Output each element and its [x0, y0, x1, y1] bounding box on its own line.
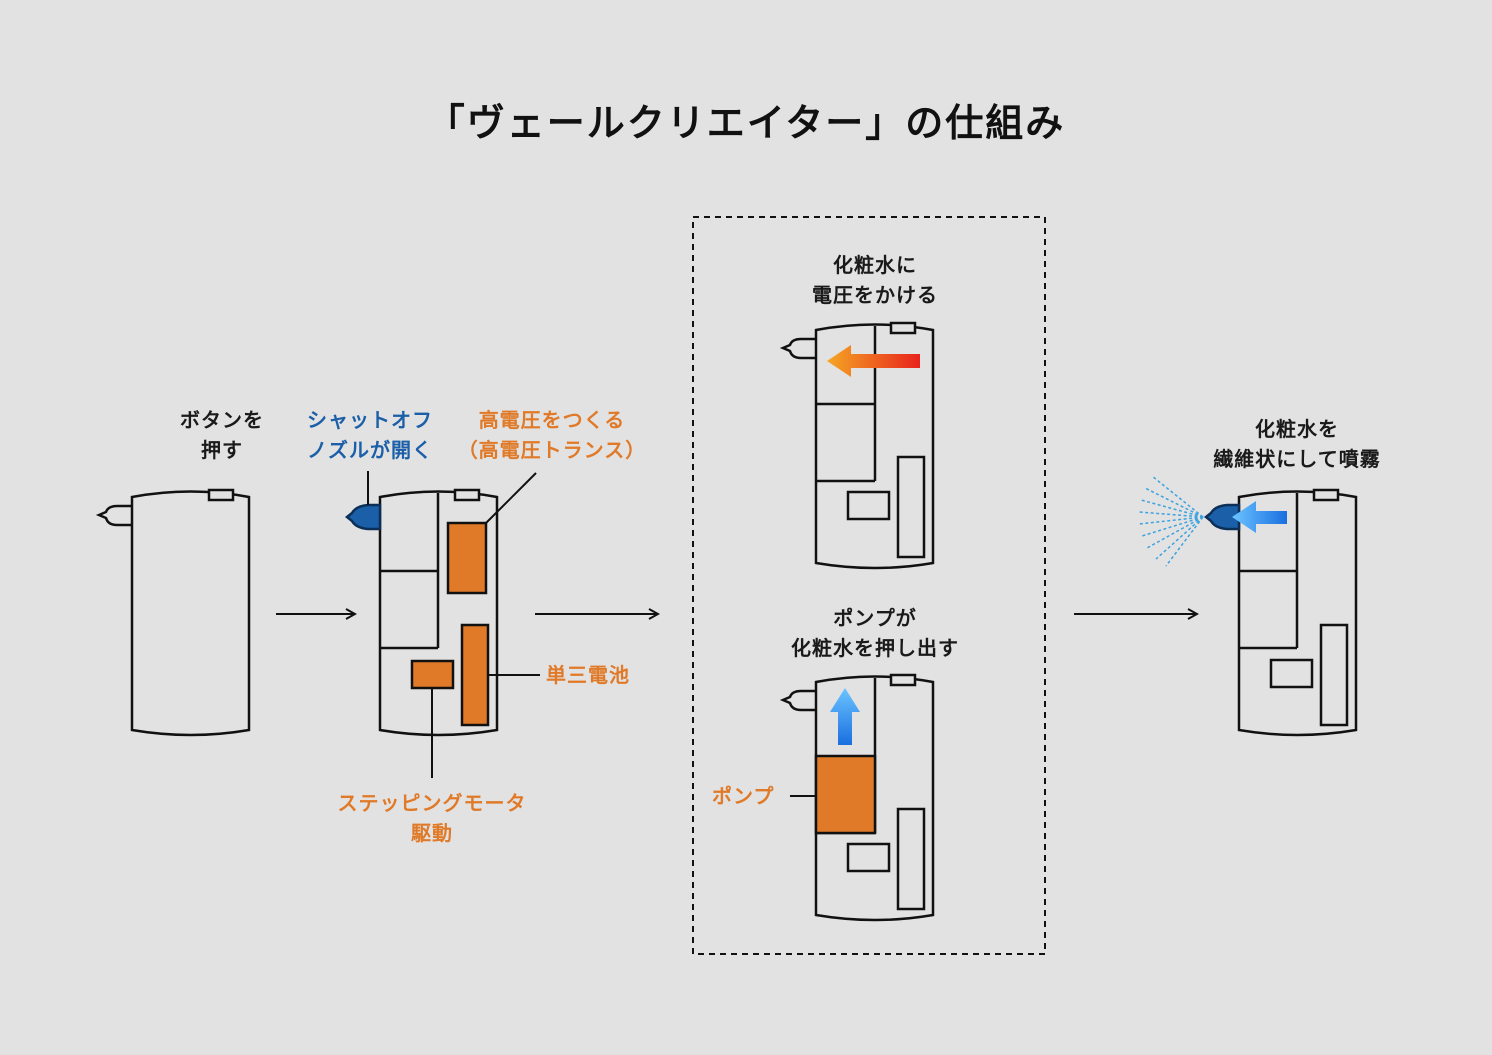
nozzle-tip: [779, 337, 816, 360]
hv-transformer: [446, 521, 488, 595]
label-shutoff-nozzle: シャットオフ ノズルが開く: [296, 405, 444, 465]
motor-outline: [1269, 658, 1314, 689]
battery-outline: [896, 455, 926, 559]
nozzle-tip: [95, 504, 132, 527]
label-press-button: ボタンを 押す: [170, 405, 274, 465]
label-line: 高電圧をつくる: [478, 408, 626, 432]
device-step-2: [344, 471, 540, 778]
stepping-motor: [410, 659, 455, 690]
power-button: [889, 673, 917, 687]
label-line: 繊維状にして噴霧: [1213, 447, 1381, 471]
label-line: 化粧水に: [833, 253, 917, 277]
label-pump-push: ポンプが 化粧水を押し出す: [770, 603, 980, 663]
power-button: [207, 488, 235, 502]
label-line: シャットオフ: [307, 408, 433, 432]
device-step-3b: [779, 673, 935, 922]
device-step-3a: [779, 321, 935, 570]
motor-outline: [846, 842, 891, 873]
battery-outline: [896, 807, 926, 911]
nozzle-open-blue: [344, 503, 382, 531]
label-line: 化粧水を押し出す: [791, 636, 959, 660]
nozzle-open-blue: [1203, 503, 1241, 531]
label-stepping-motor: ステッピングモータ 駆動: [326, 788, 538, 848]
internal-tank-outline: [816, 326, 877, 483]
label-line: ボタンを: [180, 408, 264, 432]
diagram-title: 「ヴェールクリエイター」の仕組み: [426, 101, 1066, 145]
power-button: [453, 488, 481, 502]
device-step-1: [95, 488, 251, 737]
process-group-box: [692, 216, 1046, 955]
internal-tank-outline: [380, 493, 440, 650]
label-line: 押す: [201, 438, 243, 462]
label-line: ステッピングモータ: [337, 791, 527, 815]
label-spray: 化粧水を 繊維状にして噴霧: [1190, 414, 1404, 474]
spray-arrow: [1232, 501, 1287, 533]
power-button: [889, 321, 917, 335]
leader-hv: [485, 472, 537, 524]
label-line: 駆動: [411, 821, 453, 845]
label-high-voltage: 高電圧をつくる （高電圧トランス）: [452, 405, 652, 465]
pump-up-arrow: [830, 688, 860, 745]
label-pump: ポンプ: [712, 781, 790, 811]
battery-outline: [1319, 623, 1349, 727]
motor-outline: [846, 490, 891, 521]
label-line: 化粧水を: [1255, 417, 1339, 441]
voltage-arrow: [827, 345, 920, 377]
label-line: ポンプ: [712, 784, 775, 808]
label-line: （高電圧トランス）: [457, 438, 647, 462]
internal-tank-outline: [1239, 493, 1299, 650]
mist-spray-lines: [1138, 475, 1204, 567]
label-battery: 単三電池: [546, 660, 656, 690]
label-line: ポンプが: [833, 606, 917, 630]
label-line: 電圧をかける: [812, 283, 938, 307]
power-button: [1312, 488, 1340, 502]
device-body: [130, 490, 251, 737]
nozzle-tip: [779, 689, 816, 712]
pump-block: [814, 754, 877, 835]
battery-block: [460, 623, 490, 727]
label-line: ノズルが開く: [307, 438, 433, 462]
label-apply-voltage: 化粧水に 電圧をかける: [790, 250, 960, 310]
device-step-4: [1203, 488, 1358, 737]
label-line: 単三電池: [546, 663, 630, 687]
